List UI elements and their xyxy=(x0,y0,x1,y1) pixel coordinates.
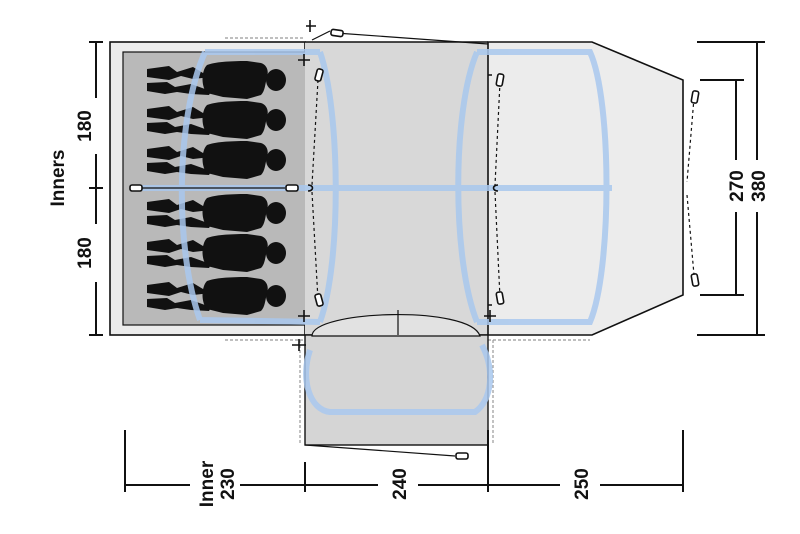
zip-markers xyxy=(292,20,499,351)
total-depth-dimension: 380 xyxy=(749,170,770,202)
dashed-outline xyxy=(225,37,590,445)
guy-line-icon xyxy=(494,81,501,186)
inners-label: Inners xyxy=(48,149,69,206)
guy-line-icon xyxy=(686,194,695,276)
porch-door-mark xyxy=(488,74,492,306)
tent-pegs xyxy=(129,28,700,460)
canopy-door-curve xyxy=(311,313,481,337)
inner-width-dimension: 230 xyxy=(218,468,239,500)
guy-line-icon xyxy=(686,97,695,183)
guy-line-icon xyxy=(304,444,456,457)
tent-peg-icon xyxy=(495,291,505,305)
inner-top-dimension: 180 xyxy=(75,110,96,142)
guy-line-icon xyxy=(311,30,331,41)
tent-peg-icon xyxy=(314,293,324,307)
tent-peg-icon xyxy=(285,184,299,192)
dimension-lines xyxy=(89,41,765,492)
tent-peg-icon xyxy=(690,273,700,287)
inner-bottom-dimension: 180 xyxy=(75,237,96,269)
tent-peg-icon xyxy=(495,73,505,87)
tent-peg-icon xyxy=(330,28,344,38)
tent-peg-icon xyxy=(690,90,700,104)
guy-line-icon xyxy=(335,32,489,45)
tent-peg-icon xyxy=(129,184,143,192)
guy-line-icon xyxy=(311,191,319,301)
middle-width-dimension: 240 xyxy=(390,468,411,500)
canopy-extension xyxy=(304,334,489,446)
inner-label: Inner xyxy=(197,460,218,507)
porch-width-dimension: 250 xyxy=(572,468,593,500)
porch-depth-dimension: 270 xyxy=(727,170,748,202)
tent-peg-icon xyxy=(314,68,324,82)
tent-peg-icon xyxy=(455,452,469,460)
guy-lines xyxy=(140,30,695,457)
